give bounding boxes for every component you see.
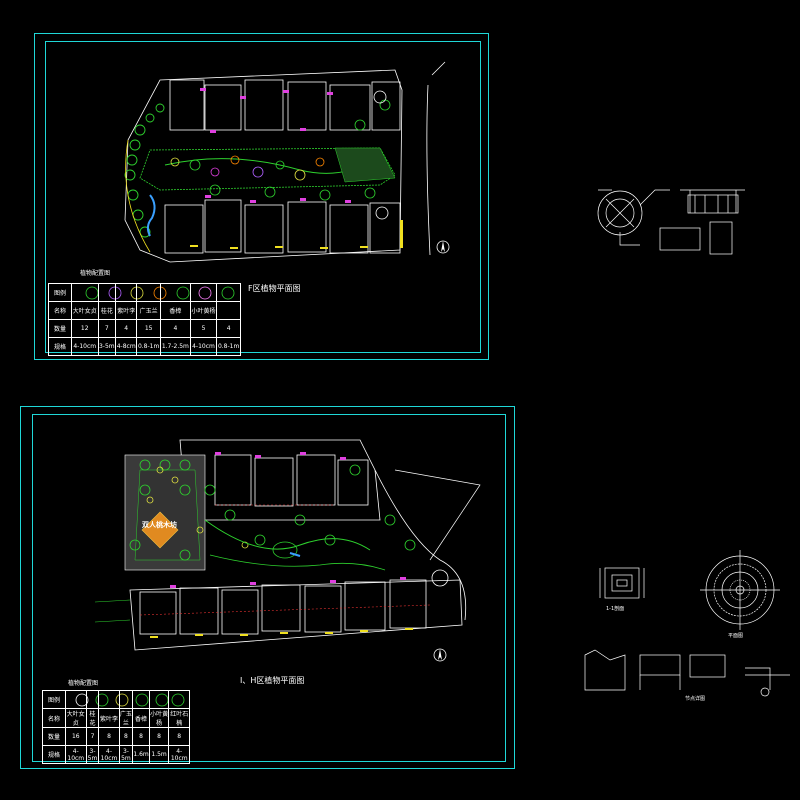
detail-label: 1-1剖面: [606, 606, 625, 612]
legend-spec: 4-10cm: [98, 745, 120, 764]
legend-header: 规格: [48, 337, 72, 356]
detail-label: 平面图: [728, 633, 744, 639]
legend-spec: 4-10cm: [65, 745, 87, 764]
legend-name: 红叶石楠: [168, 708, 190, 728]
legend-spec: 1.7-2.5m: [159, 337, 191, 356]
legend-caption: 植物配置图: [68, 680, 99, 687]
legend-header: 名称: [48, 301, 72, 320]
legend-header: 规格: [42, 745, 66, 764]
legend-header: 数量: [48, 319, 72, 338]
plant-legend-ih: 图例 名称 大叶女贞 桂花 紫叶李 广玉兰 香樟 小叶黄杨 红叶石楠 数量 16…: [42, 690, 190, 764]
detail-label: 节点详图: [685, 696, 706, 702]
plant-legend-f: 图例 名称 大叶女贞 桂花 紫叶李 广玉兰 香樟 小叶黄杨 数量 12 7 4 …: [48, 283, 241, 356]
legend-header: 数量: [42, 727, 66, 746]
legend-name: 紫叶李: [98, 708, 120, 728]
legend-spec: 4-10cm: [71, 337, 99, 356]
legend-spec: 0.8-1m: [216, 337, 241, 356]
legend-spec: 1.5m: [148, 745, 170, 764]
drawing-sheet-ih-inner-frame: [32, 414, 506, 762]
sheet-f-title: F区植物平面图: [248, 284, 301, 293]
center-feature-label: 双人桃木坊: [142, 521, 177, 529]
legend-spec: 4-8cm: [115, 337, 138, 356]
legend-caption: 植物配置图: [80, 270, 111, 277]
drawing-sheet-f-inner-frame: [45, 41, 481, 353]
legend-spec: 4-10cm: [168, 745, 190, 764]
drawing-sheet-ih: [20, 406, 515, 769]
legend-count: 12: [71, 319, 99, 338]
drawing-sheet-f: [34, 33, 489, 360]
legend-spec: 1.6m: [132, 745, 150, 764]
sheet-ih-title: I、H区植物平面图: [240, 676, 305, 685]
